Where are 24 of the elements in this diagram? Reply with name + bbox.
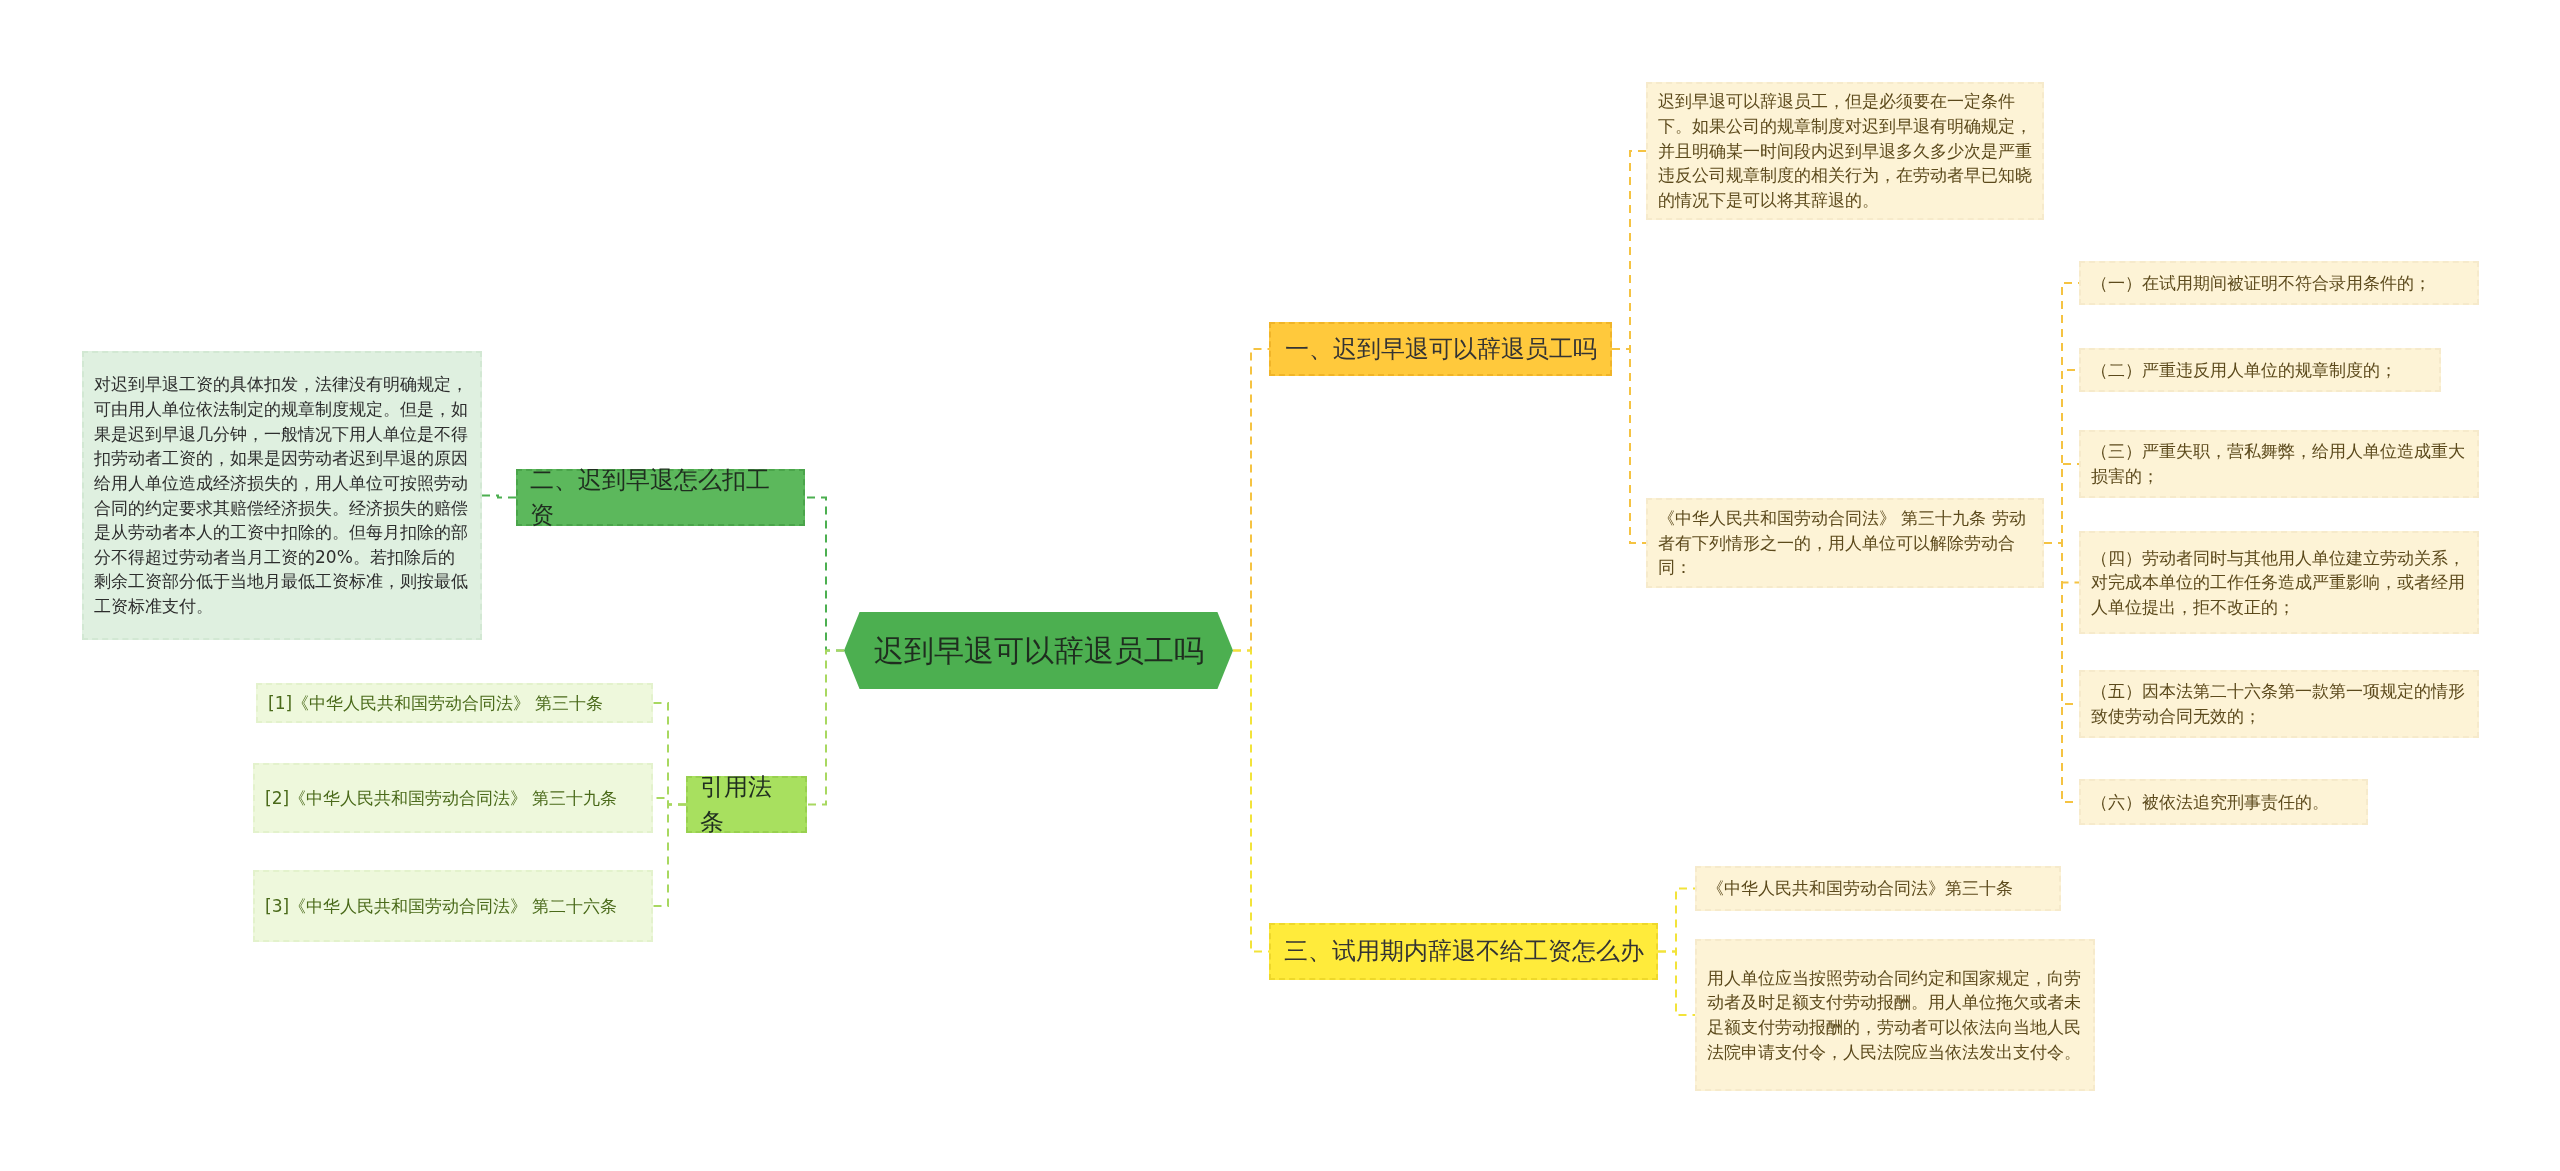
note-box: 《中华人民共和国劳动合同法》 第三十九条 劳动者有下列情形之一的，用人单位可以解除劳动合同： — [1646, 498, 2044, 588]
topic-box: 引用法条 — [686, 776, 807, 833]
note-box: 用人单位应当按照劳动合同约定和国家规定，向劳动者及时足额支付劳动报酬。用人单位拖欠或者未足额支付劳动报酬的，劳动者可以依法向当地人民法院申请支付令，人民法院应当依法发出支付令。 — [1695, 939, 2095, 1091]
note-box: （一）在试用期间被证明不符合录用条件的； — [2079, 261, 2479, 305]
note-box: 迟到早退可以辞退员工，但是必须要在一定条件下。如果公司的规章制度对迟到早退有明确规定，并且明确某一时间段内迟到早退多久多少次是严重违反公司规章制度的相关行为，在劳动者早已知晓的情况下是可以将其辞退的。 — [1646, 82, 2044, 220]
citation-box: [3]《中华人民共和国劳动合同法》 第二十六条 — [253, 870, 653, 942]
topic-box: 三、试用期内辞退不给工资怎么办 — [1269, 923, 1658, 980]
note-box: （四）劳动者同时与其他用人单位建立劳动关系，对完成本单位的工作任务造成严重影响，或者经用人单位提出，拒不改正的； — [2079, 531, 2479, 634]
note-box: （五）因本法第二十六条第一款第一项规定的情形致使劳动合同无效的； — [2079, 670, 2479, 738]
connector-line — [481, 494, 517, 499]
connector-line — [1657, 950, 1696, 1016]
connector-line — [652, 803, 687, 907]
topic-box: 二、迟到早退怎么扣工资 — [516, 469, 805, 526]
connector-line — [1611, 348, 1647, 544]
citation-box: [1]《中华人民共和国劳动合同法》 第三十条 — [256, 683, 653, 723]
connector-line — [806, 649, 845, 806]
note-box: （六）被依法追究刑事责任的。 — [2079, 779, 2368, 825]
note-box: 《中华人民共和国劳动合同法》第三十条 — [1695, 866, 2061, 911]
topic-box: 一、迟到早退可以辞退员工吗 — [1269, 322, 1612, 376]
citation-box: [2]《中华人民共和国劳动合同法》 第三十九条 — [253, 763, 653, 833]
note-box: （二）严重违反用人单位的规章制度的； — [2079, 348, 2441, 392]
note-box: （三）严重失职，营私舞弊，给用人单位造成重大损害的； — [2079, 430, 2479, 498]
note-box: 对迟到早退工资的具体扣发，法律没有明确规定，可由用人单位依法制定的规章制度规定。但是，如果是迟到早退几分钟，一般情况下用人单位是不得扣劳动者工资的，如果是因劳动者迟到早退的原因给用人单位造成经济损失的，用人单位可按照劳动合同的约定要求其赔偿经济损失。经济损失的赔偿是从劳动者本人的工资中扣除的。但每月扣除的部分不得超过劳动者当月工资的20%。若扣除后的剩余工资部分低于当地月最低工资标准，则按最低工资标准支付。 — [82, 351, 482, 640]
central-topic: 迟到早退可以辞退员工吗 — [844, 612, 1233, 689]
